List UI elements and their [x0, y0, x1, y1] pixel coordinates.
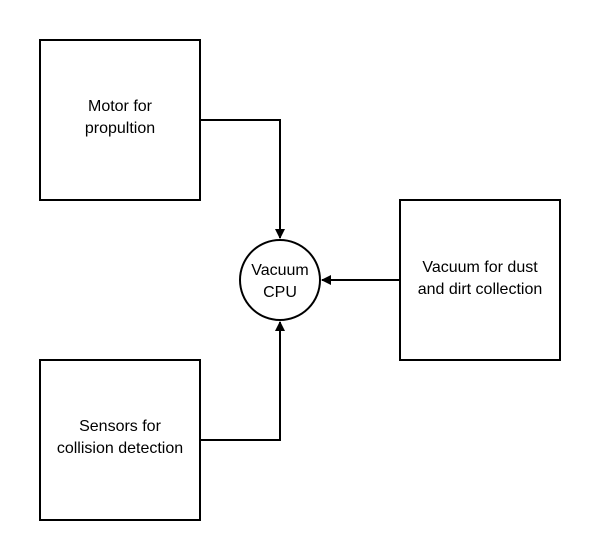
- motor-box: [39, 39, 201, 201]
- cpu-circle: [239, 239, 321, 321]
- vacuum-label-line1: Vacuum for dust: [422, 259, 538, 276]
- node-sensors[interactable]: Sensors for collision detection: [39, 359, 201, 521]
- node-vacuum[interactable]: Vacuum for dust and dirt collection: [399, 199, 561, 361]
- edge-motor-to-cpu: [200, 119, 285, 239]
- vacuum-label-line2: and dirt collection: [418, 281, 543, 298]
- edge-sensors-to-cpu: [200, 321, 285, 441]
- vacuum-box: [399, 199, 561, 361]
- node-motor[interactable]: Motor for propultion: [39, 39, 201, 201]
- sensors-box: [39, 359, 201, 521]
- cpu-label-line1: Vacuum: [251, 262, 309, 279]
- node-cpu[interactable]: Vacuum CPU: [239, 239, 321, 321]
- sensors-label-line2: collision detection: [57, 440, 183, 457]
- motor-label-line1: Motor for: [88, 98, 153, 115]
- cpu-label-line2: CPU: [263, 284, 297, 301]
- sensors-label-line1: Sensors for: [79, 418, 161, 435]
- motor-label-line2: propultion: [85, 120, 155, 137]
